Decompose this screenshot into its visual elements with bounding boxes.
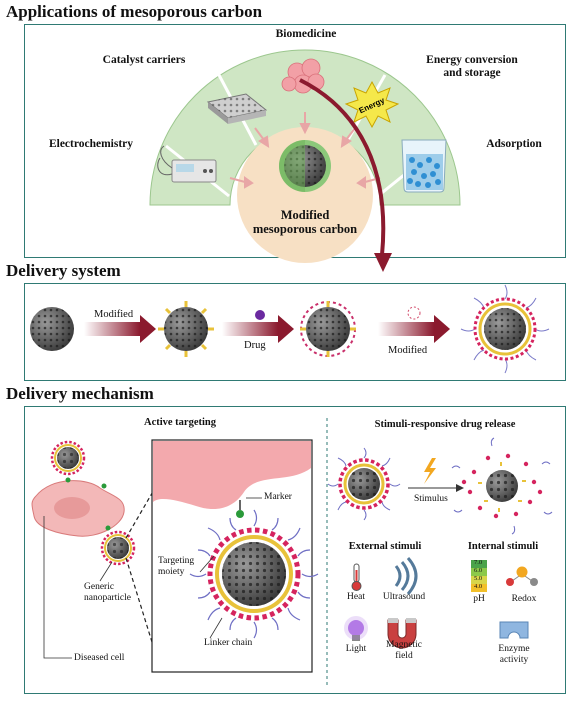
label-active-targeting: Active targeting	[120, 416, 240, 429]
diseased-cell-leader	[44, 516, 72, 658]
delivery-mechanism-title: Delivery mechanism	[6, 384, 154, 404]
coating-ring-icon	[408, 307, 420, 319]
lightning-icon	[424, 458, 436, 484]
label-energy: Energy conversion and storage	[408, 54, 536, 80]
label-enzyme-activity: Enzyme activity	[484, 644, 544, 666]
label-ph: pH	[464, 594, 494, 605]
label-heat: Heat	[338, 592, 374, 603]
arrow-2	[278, 315, 294, 343]
label-biomedicine: Biomedicine	[256, 28, 356, 41]
label-drug: Drug	[244, 340, 266, 351]
nanoparticle-small-2	[102, 532, 134, 564]
ultrasound-icon	[396, 558, 416, 594]
label-stimulus: Stimulus	[414, 494, 448, 505]
marker-dot	[236, 510, 244, 518]
label-linker-chain: Linker chain	[204, 638, 252, 649]
label-adsorption: Adsorption	[472, 138, 556, 151]
released-particle	[452, 438, 552, 534]
label-redox: Redox	[504, 594, 544, 605]
label-modified-carbon: Modified mesoporous carbon	[235, 208, 375, 236]
modified-sphere	[158, 301, 214, 357]
label-catalyst: Catalyst carriers	[84, 54, 204, 67]
label-stimuli-release: Stimuli-responsive drug release	[350, 418, 540, 431]
label-ultrasound: Ultrasound	[376, 592, 432, 603]
label-light: Light	[338, 644, 374, 655]
delivery-system-title: Delivery system	[6, 261, 121, 281]
label-diseased-cell: Diseased cell	[74, 653, 124, 664]
drug-loaded-sphere	[300, 301, 356, 357]
redox-icon	[506, 567, 538, 587]
delivery-system-diagram	[0, 283, 571, 383]
ph-value-6: 6.0	[474, 567, 482, 575]
label-internal-stimuli: Internal stimuli	[458, 540, 548, 553]
nanoparticle-small-1	[52, 442, 84, 474]
label-external-stimuli: External stimuli	[340, 540, 430, 553]
beaker-icon	[402, 140, 446, 192]
label-electrochemistry: Electrochemistry	[32, 138, 150, 151]
drug-dot	[255, 310, 265, 320]
arrow-3	[434, 315, 450, 343]
label-magnetic-field: Magnetic field	[376, 640, 432, 662]
loaded-particle	[328, 448, 400, 520]
thermometer-icon	[352, 564, 361, 591]
ph-value-7: 7.0	[474, 559, 482, 567]
final-nanoparticle	[461, 285, 549, 373]
light-bulb-icon	[344, 616, 368, 641]
enzyme-icon	[500, 622, 528, 638]
arrow-1	[140, 315, 156, 343]
label-targeting-moiety: Targeting moiety	[158, 556, 194, 578]
label-modified-1: Modified	[94, 309, 133, 320]
label-generic-nanoparticle: Generic nanoparticle	[84, 582, 131, 604]
ph-value-4: 4.0	[474, 583, 482, 591]
label-marker: Marker	[264, 492, 292, 503]
ph-value-5: 5.0	[474, 575, 482, 583]
label-modified-2: Modified	[388, 345, 427, 356]
